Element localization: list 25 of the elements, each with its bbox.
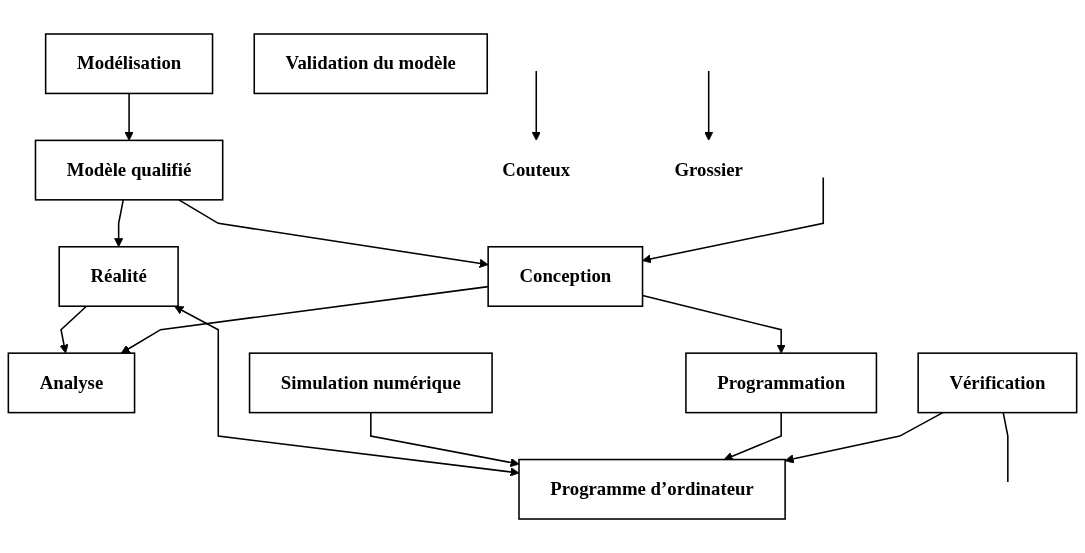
node-text: Grossier: [674, 159, 743, 181]
node-box: Vérification: [917, 352, 1078, 414]
node-box: Réalité: [58, 246, 179, 307]
arrow: [531, 70, 541, 141]
arrow: [114, 199, 125, 248]
node-box: Modélisation: [44, 33, 214, 95]
arrow: [174, 306, 520, 477]
arrow: [59, 305, 88, 354]
arrow: [124, 92, 134, 141]
arrow: [370, 411, 520, 468]
arrow: [784, 411, 944, 464]
node-box: Analyse: [7, 352, 136, 414]
connector: [1002, 411, 1009, 483]
node-box: Modèle qualifié: [34, 139, 224, 201]
arrow: [178, 199, 489, 268]
arrow: [642, 176, 825, 264]
node-text: Couteux: [502, 159, 571, 181]
node-box: Programme d’ordinateur: [518, 458, 786, 520]
node-box: Validation du modèle: [253, 33, 488, 95]
node-box: Simulation numérique: [248, 352, 493, 414]
arrow: [704, 70, 714, 141]
node-box: Conception: [487, 246, 644, 307]
arrow: [723, 411, 782, 461]
node-box: Programmation: [685, 352, 878, 414]
arrow: [120, 285, 489, 354]
